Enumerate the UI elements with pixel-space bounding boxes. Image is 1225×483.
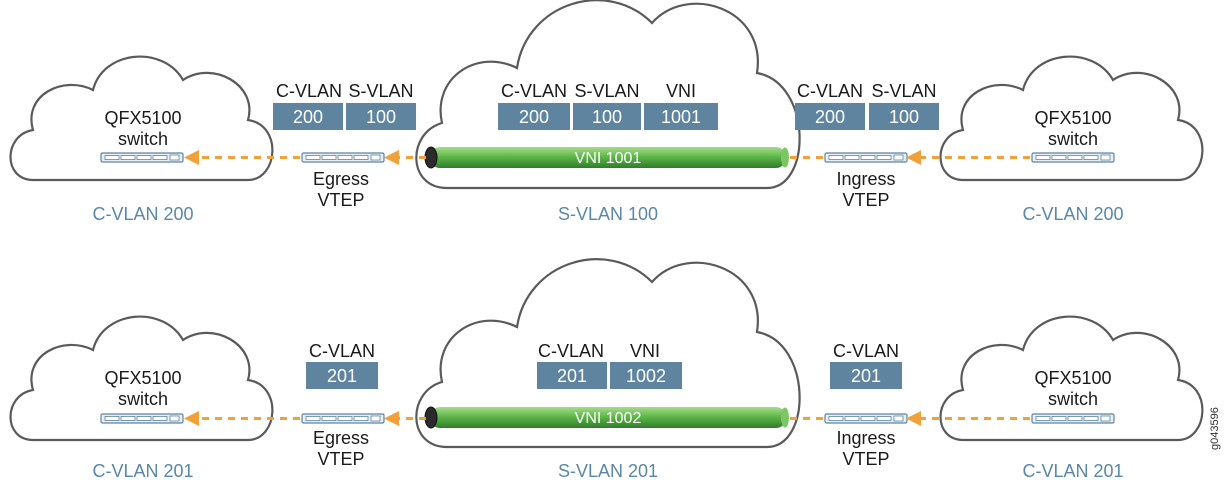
center-tag-box-3 (644, 103, 718, 130)
egress-tag-box-2 (346, 103, 416, 130)
center-tag-box-1 (498, 103, 570, 130)
ingress-tag-box-1 (830, 362, 902, 389)
center-tag-value-1: 200 (519, 107, 549, 127)
ingress-vtep-icon (824, 413, 908, 424)
tunnel-label: VNI 1001 (575, 150, 642, 167)
egress-label-2: VTEP (317, 190, 364, 210)
ingress-tag-box-1 (795, 103, 865, 130)
ingress-tag-header-2: S-VLAN (871, 81, 936, 101)
left-cloud-caption: C-VLAN 200 (92, 204, 193, 224)
center-tag-value-1: 201 (557, 366, 587, 386)
tunnel-label: VNI 1002 (575, 410, 642, 427)
left-switch-name: QFX5100 (104, 108, 181, 128)
ingress-vtep-icon (824, 152, 908, 163)
right-cloud-caption: C-VLAN 201 (1022, 461, 1123, 481)
center-tag-value-2: 1002 (626, 366, 666, 386)
center-tag-header-2: VNI (630, 341, 660, 361)
egress-tag-box-1 (273, 103, 343, 130)
egress-label-2: VTEP (317, 449, 364, 469)
ingress-label-1: Ingress (836, 428, 895, 448)
left-switch-type: switch (118, 389, 168, 409)
vni-tunnel: VNI 1002 (424, 406, 789, 429)
ingress-tag-box-2 (869, 103, 939, 130)
egress-tag-box-1 (306, 362, 378, 389)
right-cloud-caption: C-VLAN 200 (1022, 204, 1123, 224)
right-switch-icon (1031, 152, 1115, 163)
center-tag-header-3: VNI (666, 81, 696, 101)
egress-tag-header-1: C-VLAN (276, 81, 342, 101)
right-switch-type: switch (1048, 129, 1098, 149)
row-1: QFX5100 switch C-VLAN 200 C-VLAN S-VLAN … (9, 0, 1204, 224)
ingress-tag-value-1: 201 (851, 366, 881, 386)
egress-label-1: Egress (313, 169, 369, 189)
left-switch-name: QFX5100 (104, 368, 181, 388)
row-2: QFX5100 switch C-VLAN 201 C-VLAN VNI 201… (9, 258, 1204, 481)
right-switch-type: switch (1048, 389, 1098, 409)
center-tag-value-3: 1001 (661, 107, 701, 127)
ingress-label-2: VTEP (842, 449, 889, 469)
figure-id: g043596 (1209, 407, 1221, 450)
egress-vtep-icon (301, 413, 385, 424)
egress-vtep-icon (301, 152, 385, 163)
center-tag-header-1: C-VLAN (501, 81, 567, 101)
egress-tag-value-1: 200 (293, 107, 323, 127)
right-switch-icon (1031, 413, 1115, 424)
left-switch-type: switch (118, 129, 168, 149)
vni-tunnel: VNI 1001 (424, 146, 789, 169)
egress-label-1: Egress (313, 428, 369, 448)
ingress-tag-header-1: C-VLAN (797, 81, 863, 101)
ingress-label-1: Ingress (836, 169, 895, 189)
center-tag-box-2 (610, 362, 682, 389)
ingress-tag-header-1: C-VLAN (833, 341, 899, 361)
center-tag-header-2: S-VLAN (574, 81, 639, 101)
ingress-tag-value-2: 100 (889, 107, 919, 127)
egress-tag-header-2: S-VLAN (348, 81, 413, 101)
ingress-tag-value-1: 200 (815, 107, 845, 127)
center-cloud-caption: S-VLAN 100 (558, 204, 658, 224)
left-cloud-caption: C-VLAN 201 (92, 461, 193, 481)
center-tag-value-2: 100 (592, 107, 622, 127)
left-switch-icon (100, 413, 184, 424)
egress-tag-value-2: 100 (366, 107, 396, 127)
center-cloud-caption: S-VLAN 201 (558, 461, 658, 481)
egress-tag-value-1: 201 (327, 366, 357, 386)
right-switch-name: QFX5100 (1034, 108, 1111, 128)
center-tag-box-1 (537, 362, 607, 389)
right-switch-name: QFX5100 (1034, 368, 1111, 388)
ingress-label-2: VTEP (842, 190, 889, 210)
center-tag-box-2 (573, 103, 641, 130)
center-tag-header-1: C-VLAN (538, 341, 604, 361)
left-switch-icon (100, 152, 184, 163)
egress-tag-header-1: C-VLAN (309, 341, 375, 361)
